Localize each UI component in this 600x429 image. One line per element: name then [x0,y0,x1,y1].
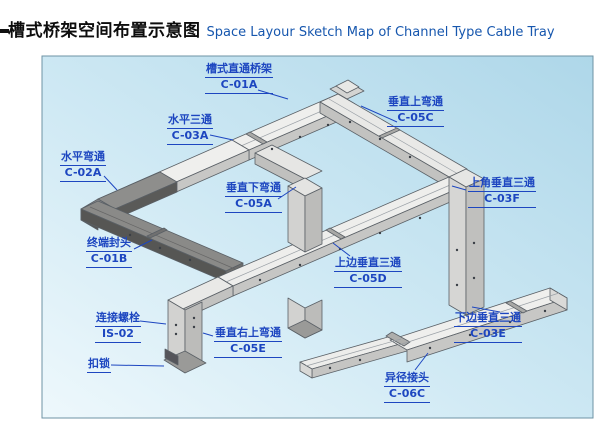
title-english: Space Layour Sketch Map of Channel Type … [206,25,555,40]
title-chinese: 槽式桥架空间布置示意图 [8,21,201,41]
leader-line [257,89,289,100]
vertical-drop-right [304,187,323,253]
connector-plate [378,127,401,139]
leader-line [110,364,165,367]
leader-lines [103,89,501,371]
connector-plate [245,131,268,145]
reducer-joint [385,331,411,347]
bolt-dots [128,120,547,370]
label-lock: 扣锁 [87,357,111,373]
lock-clamp [164,348,179,366]
leader-line [332,242,351,257]
connector-plate [325,227,346,240]
connector-plate [505,300,528,314]
leader-line [451,185,467,191]
leader-line [133,239,153,250]
leader-line [471,306,501,313]
leader-line [414,352,429,371]
vertical-drop-left [287,185,306,253]
leader-line [277,186,297,200]
leader-line [139,320,167,325]
leader-line [209,134,234,141]
right-vertical-left-face [448,176,467,316]
leader-line [202,332,214,337]
connector-plate [146,227,168,239]
leader-line [360,105,398,123]
leader-line [103,175,118,191]
page-title: 槽式桥架空间布置示意图 Space Layour Sketch Map of Ch… [8,16,555,41]
right-vertical-right-face [465,178,485,316]
title-dash [0,29,9,33]
